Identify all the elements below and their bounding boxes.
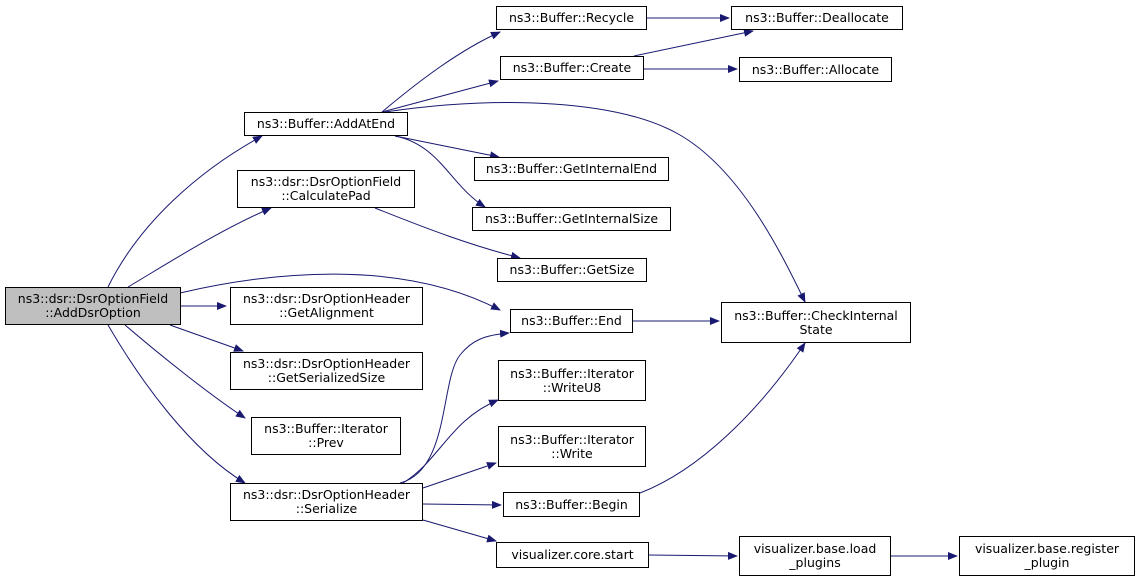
node-label-line: visualizer.base.register bbox=[974, 541, 1120, 556]
node-ns3-buffer-recycle[interactable]: ns3::Buffer::Recycle bbox=[496, 6, 647, 30]
node-label-line: ns3::dsr::DsrOptionField bbox=[17, 291, 169, 306]
node-label-line: ::GetAlignment bbox=[279, 305, 374, 320]
node-label-line: ns3::Buffer::Create bbox=[512, 60, 632, 75]
node-label-line: ::Write bbox=[551, 445, 593, 461]
node-label-line: ns3::Buffer::AddAtEnd bbox=[256, 116, 396, 131]
node-label-line: ns3::Buffer::Recycle bbox=[508, 10, 635, 25]
node-label-line: State bbox=[799, 321, 833, 337]
node-label-line: ns3::Buffer::GetSize bbox=[509, 262, 635, 277]
node-ns3-buffer-checkinternalstate[interactable]: ns3::Buffer::CheckInternal State bbox=[721, 302, 911, 343]
edge-begin-to-checkstate bbox=[639, 342, 806, 494]
node-ns3-buffer-begin[interactable]: ns3::Buffer::Begin bbox=[503, 492, 640, 517]
edge-root-to-getsersize bbox=[169, 324, 244, 352]
node-label-line: ::GetSerializedSize bbox=[267, 370, 386, 385]
edge-serialize-to-begin bbox=[422, 500, 502, 509]
edge-serialize-to-write bbox=[422, 462, 497, 489]
node-ns3-buffer-iterator-prev[interactable]: ns3::Buffer::Iterator ::Prev bbox=[251, 417, 401, 455]
node-label-line: ::Prev bbox=[308, 435, 344, 450]
node-ns3-buffer-addatend[interactable]: ns3::Buffer::AddAtEnd bbox=[244, 112, 408, 136]
node-label-line: ns3::dsr::DsrOptionHeader bbox=[242, 291, 411, 306]
node-label-line: ns3::Buffer::End bbox=[521, 313, 622, 328]
edge-create-to-dealloc bbox=[633, 28, 754, 57]
node-label-line: ::WriteU8 bbox=[542, 379, 602, 395]
node-label-line: ns3::Buffer::Allocate bbox=[751, 61, 880, 77]
edge-addatend-to-checkstate bbox=[384, 102, 806, 303]
edge-addatend-to-getintend bbox=[394, 135, 500, 160]
node-visualizer-base-load-plugins[interactable]: visualizer.base.load _plugins bbox=[739, 536, 891, 576]
node-label-line: _plugin bbox=[1024, 555, 1070, 570]
edge-addatend-to-create bbox=[381, 79, 499, 113]
edge-serialize-to-end bbox=[399, 329, 510, 484]
edge-serialize-to-vcstart bbox=[422, 519, 497, 543]
node-label-line: ns3::Buffer::Deallocate bbox=[745, 10, 889, 25]
edge-vcstart-to-loadplugins bbox=[648, 551, 738, 560]
node-label-line: ns3::Buffer::Begin bbox=[515, 496, 628, 512]
node-label-line: visualizer.core.start bbox=[511, 547, 634, 562]
node-label-line: ns3::Buffer::Iterator bbox=[510, 365, 634, 381]
node-ns3-buffer-allocate[interactable]: ns3::Buffer::Allocate bbox=[739, 57, 892, 82]
node-label-line: _plugins bbox=[789, 555, 841, 570]
node-label-line: ns3::Buffer::GetInternalSize bbox=[484, 211, 659, 226]
node-label-line: ns3::dsr::DsrOptionHeader bbox=[242, 487, 411, 502]
node-label-line: ::CalculatePad bbox=[281, 188, 371, 203]
edge-calcpad-to-getsize bbox=[374, 207, 521, 260]
node-label-line: ns3::Buffer::GetInternalEnd bbox=[485, 161, 658, 176]
node-ns3-buffer-deallocate[interactable]: ns3::Buffer::Deallocate bbox=[731, 6, 903, 30]
edge-root-to-prev bbox=[124, 324, 246, 419]
node-visualizer-core-start[interactable]: visualizer.core.start bbox=[496, 542, 649, 568]
node-ns3-buffer-iterator-writeu8[interactable]: ns3::Buffer::Iterator ::WriteU8 bbox=[498, 360, 646, 401]
node-ns3-buffer-iterator-write[interactable]: ns3::Buffer::Iterator ::Write bbox=[498, 426, 646, 467]
edge-serialize-to-writeu8 bbox=[402, 399, 499, 484]
edge-root-to-end bbox=[179, 273, 501, 311]
node-label-line: ns3::dsr::DsrOptionHeader bbox=[242, 356, 411, 371]
node-ns3-dsr-dsroptionfield-adddsroption[interactable]: ns3::dsr::DsrOptionField ::AddDsrOption bbox=[5, 287, 181, 325]
node-ns3-buffer-create[interactable]: ns3::Buffer::Create bbox=[500, 56, 644, 80]
node-ns3-dsr-dsroptionheader-getserializedsize[interactable]: ns3::dsr::DsrOptionHeader ::GetSerialize… bbox=[230, 352, 423, 390]
node-label-line: ns3::Buffer::CheckInternal bbox=[734, 307, 898, 323]
node-label-line: ::AddDsrOption bbox=[45, 305, 141, 320]
edge-addatend-to-recycle bbox=[381, 31, 501, 113]
edge-root-to-calcpad bbox=[127, 207, 272, 288]
node-ns3-dsr-dsroptionheader-getalignment[interactable]: ns3::dsr::DsrOptionHeader ::GetAlignment bbox=[230, 287, 423, 325]
node-ns3-dsr-dsroptionfield-calculatepad[interactable]: ns3::dsr::DsrOptionField ::CalculatePad bbox=[237, 170, 415, 208]
node-label-line: ns3::dsr::DsrOptionField bbox=[250, 174, 402, 189]
node-ns3-buffer-getinternalend[interactable]: ns3::Buffer::GetInternalEnd bbox=[474, 157, 669, 181]
node-label-line: ::Serialize bbox=[295, 501, 358, 516]
node-label-line: ns3::Buffer::Iterator bbox=[264, 421, 388, 436]
node-ns3-buffer-getinternalsize[interactable]: ns3::Buffer::GetInternalSize bbox=[472, 207, 671, 231]
node-visualizer-base-register-plugin[interactable]: visualizer.base.register _plugin bbox=[959, 536, 1135, 576]
edge-root-to-addatend bbox=[107, 135, 263, 288]
node-ns3-dsr-dsroptionheader-serialize[interactable]: ns3::dsr::DsrOptionHeader ::Serialize bbox=[230, 483, 423, 521]
node-label-line: visualizer.base.load bbox=[753, 541, 877, 556]
edges bbox=[107, 14, 958, 560]
node-label-line: ns3::Buffer::Iterator bbox=[510, 431, 634, 447]
edge-root-to-serialize bbox=[107, 324, 246, 484]
node-ns3-buffer-end[interactable]: ns3::Buffer::End bbox=[510, 309, 633, 333]
node-ns3-buffer-getsize[interactable]: ns3::Buffer::GetSize bbox=[497, 258, 647, 282]
edge-addatend-to-getintsize bbox=[394, 135, 486, 208]
